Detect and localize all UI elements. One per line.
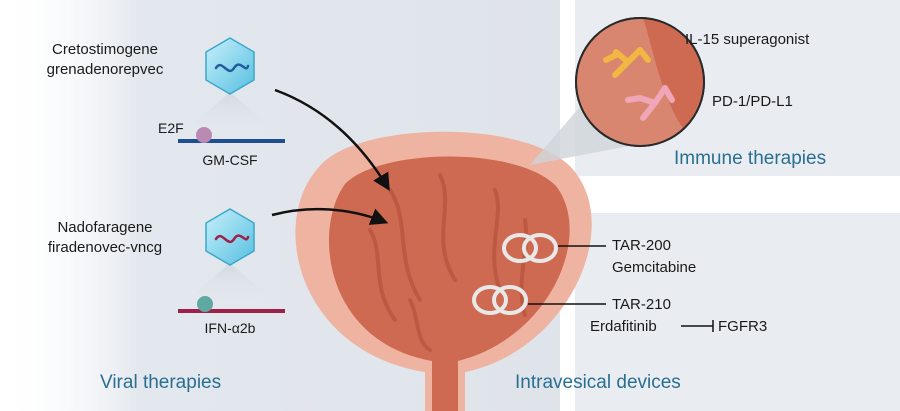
arrow-virus2 xyxy=(271,207,389,225)
immune-item-pd1: PD-1/PD-L1 xyxy=(712,93,793,110)
device2-name: TAR-210 xyxy=(612,296,671,313)
virus2-name-line1: Nadofaragene xyxy=(57,219,152,236)
virus2-name-line2: firadenovec-vncg xyxy=(48,239,162,256)
immune-item-il15: IL-15 superagonist xyxy=(685,31,810,48)
viral-section-title: Viral therapies xyxy=(100,372,221,393)
virus1-promoter-label: E2F xyxy=(158,120,184,136)
ring-device-icon xyxy=(502,233,558,263)
zoom-cone xyxy=(530,95,660,165)
immune-section-title: Immune therapies xyxy=(674,148,826,169)
inhibition-arrow-icon xyxy=(681,320,714,332)
bladder-illustration xyxy=(295,131,592,411)
antibody-icon xyxy=(625,85,675,121)
device2-drug: Erdafitinib xyxy=(590,318,657,335)
device1-drug: Gemcitabine xyxy=(612,259,696,276)
virus1-name-line2: grenadenorepvec xyxy=(47,61,164,78)
dna-strand-icon xyxy=(178,296,285,313)
ring-device-icon xyxy=(472,285,528,315)
arrow-virus1 xyxy=(274,88,390,191)
virus1-gene-label: GM-CSF xyxy=(202,152,257,168)
devices-panel-bg xyxy=(575,213,900,411)
antibody-icon xyxy=(603,47,651,78)
device1-name: TAR-200 xyxy=(612,237,671,254)
zoom-circle xyxy=(575,17,705,147)
virus1-name-line1: Cretostimogene xyxy=(52,41,158,58)
virus2-gene-label: IFN-α2b xyxy=(205,320,256,336)
adenovirus-icon xyxy=(205,37,255,95)
dna-strand-icon xyxy=(178,127,285,143)
adenovirus-icon xyxy=(205,208,255,266)
device2-target: FGFR3 xyxy=(718,318,767,335)
devices-section-title: Intravesical devices xyxy=(515,372,681,393)
